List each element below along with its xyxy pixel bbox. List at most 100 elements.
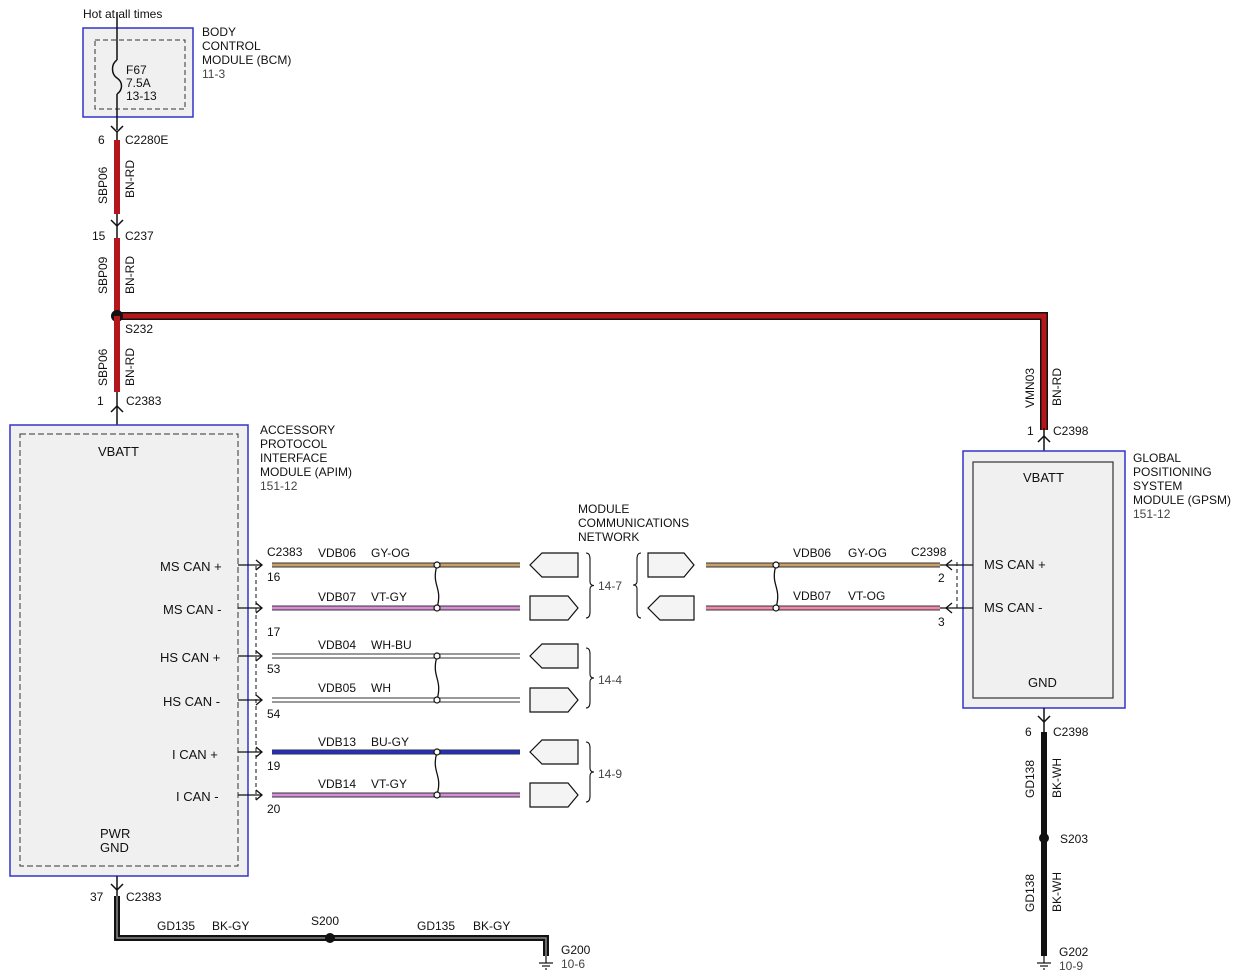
wire-vdb07-circuit: VDB07: [318, 590, 356, 604]
apim-pin-54: 54: [267, 707, 281, 721]
gpsm-twist-mark: [773, 564, 779, 609]
apim-pin-16: 16: [267, 570, 281, 584]
wire-vmn03-horizontal-fill: [117, 313, 1047, 430]
wire-vmn03-color: BN-RD: [1050, 368, 1064, 406]
apim-signal-i-can-plus: I CAN +: [172, 747, 218, 762]
gpsm-internal-border: [972, 461, 1114, 699]
gpsm-harness-connector-1: [647, 595, 695, 621]
gpsm-pin-3: 3: [938, 615, 945, 629]
wire-vdb04-color: WH-BU: [371, 638, 412, 652]
dynamic-shapes: [238, 552, 973, 808]
gpsm-wire-vdb07-color: VT-OG: [848, 589, 885, 603]
wire-vdb14-color: VT-GY: [371, 777, 407, 791]
gpsm-pin-2: 2: [938, 571, 945, 585]
twist-mark-2: [434, 751, 440, 796]
network-label-line-1: MODULE: [578, 502, 629, 516]
harness-connector-vdb07: [529, 595, 579, 621]
hot-at-all-times-label: Hot at all times: [83, 7, 162, 21]
harness-connector-vdb14: [529, 782, 579, 808]
harness-connector-vdb06: [529, 552, 579, 578]
wire-vmn03-circuit: VMN03: [1023, 368, 1037, 408]
apim-module-box: [9, 424, 249, 877]
bcm-name-line-2: CONTROL: [202, 39, 261, 53]
apim-pin-17: 17: [267, 625, 281, 639]
apim-ref: 151-12: [260, 479, 298, 493]
splice-s200-label: S200: [311, 914, 339, 928]
c2280e-pin: 6: [98, 133, 105, 147]
twist-node-bottom-2: [433, 791, 441, 799]
network-label-line-2: COMMUNICATIONS: [578, 516, 689, 530]
ground-g200-label: G200: [561, 943, 591, 957]
apim-pin-19: 19: [267, 759, 281, 773]
twist-node-bottom-1: [433, 696, 441, 704]
ground-g200-symbol: [539, 956, 553, 970]
wire-sbp09-circuit: SBP09: [96, 256, 110, 294]
wire-vdb13-color: BU-GY: [371, 735, 409, 749]
gpsm-name-line-3: SYSTEM: [1133, 479, 1182, 493]
gpsm-pin-arrow-1: [944, 602, 953, 614]
splice-s203-label: S203: [1060, 832, 1088, 846]
apim-pin-53: 53: [267, 662, 281, 676]
wire-gd138-color-2: BK-WH: [1050, 872, 1064, 912]
gpsm-vbatt-label: VBATT: [1023, 470, 1064, 485]
wire-vdb14-circuit: VDB14: [318, 777, 356, 791]
apim-vbatt-pin: 1: [97, 394, 104, 408]
apim-pin-arrow-vdb13: [255, 746, 264, 758]
gpsm-name-line-2: POSITIONING: [1133, 465, 1212, 479]
wire-gd135-circuit-2: GD135: [417, 919, 455, 933]
gpsm-twist-node-top: [772, 561, 780, 569]
c2280e-label: C2280E: [125, 133, 168, 147]
bcm-name-line-3: MODULE (BCM): [202, 53, 291, 67]
apim-name-line-2: PROTOCOL: [260, 437, 327, 451]
wire-vmn03-horizontal: [117, 312, 1048, 430]
gpsm-pin-arrow-0: [944, 559, 953, 571]
apim-pin-arrow-vdb04: [255, 650, 264, 662]
apim-signal-i-can-minus: I CAN -: [176, 789, 219, 804]
wire-gd135-color-1: BK-GY: [212, 919, 249, 933]
apim-gnd-pin: 37: [90, 890, 104, 904]
wire-sbp06-color-2: BN-RD: [123, 348, 137, 386]
gpsm-wire-vdb06-circuit: VDB06: [793, 546, 831, 560]
wire-vdb04-circuit: VDB04: [318, 638, 356, 652]
gpsm-name-line-4: MODULE (GPSM): [1133, 493, 1231, 507]
gpsm-wire-vdb06-color: GY-OG: [848, 546, 887, 560]
wire-gd138-circuit-2: GD138: [1023, 874, 1037, 912]
harness-connector-vdb13: [529, 739, 579, 765]
apim-gnd-connector: C2383: [126, 890, 162, 904]
wire-gd138-color-1: BK-WH: [1050, 758, 1064, 798]
splice-s200: [325, 933, 335, 943]
gpsm-vbatt-connector: C2398: [1053, 424, 1089, 438]
apim-signal-hs-can-plus: HS CAN +: [160, 650, 220, 665]
wire-sbp09-color: BN-RD: [123, 256, 137, 294]
harness-connector-vdb05: [529, 687, 579, 713]
brace-gpsm-side: [632, 552, 642, 619]
gpsm-vbatt-pin: 1: [1027, 424, 1034, 438]
gpsm-signal-ms-can-plus: MS CAN +: [984, 557, 1046, 572]
wire-gd135-color-2: BK-GY: [473, 919, 510, 933]
twist-node-bottom-0: [433, 604, 441, 612]
c237-pin: 15: [92, 229, 106, 243]
brace-0: [585, 552, 595, 619]
gpsm-name-line-1: GLOBAL: [1133, 451, 1181, 465]
ref-ms-can: 14-7: [598, 579, 622, 593]
ref-hs-can: 14-4: [598, 673, 622, 687]
gpsm-gnd-label: GND: [1028, 675, 1057, 690]
apim-name-line-1: ACCESSORY: [260, 423, 335, 437]
fuse-symbol: [111, 59, 123, 95]
gpsm-gnd-connector: C2398: [1053, 725, 1089, 739]
apim-signal-ms-can-minus: MS CAN -: [163, 602, 222, 617]
bcm-name-line-1: BODY: [202, 25, 236, 39]
c237-label: C237: [125, 229, 154, 243]
apim-pin-20: 20: [267, 802, 281, 816]
apim-pin-arrow-vdb14: [255, 789, 264, 801]
gpsm-connector-label: C2398: [911, 545, 947, 559]
bcm-module-box: [82, 27, 194, 118]
wire-sbp06-circuit-2: SBP06: [96, 348, 110, 386]
bcm-internal-border: [94, 39, 186, 110]
fuse-rating: 7.5A: [126, 76, 151, 90]
connector-c2383-gnd-symbol: [110, 883, 124, 892]
ref-i-can: 14-9: [598, 767, 622, 781]
apim-signal-hs-can-minus: HS CAN -: [163, 694, 220, 709]
wire-vdb07-color: VT-GY: [371, 590, 407, 604]
apim-pin-arrow-vdb05: [255, 694, 264, 706]
